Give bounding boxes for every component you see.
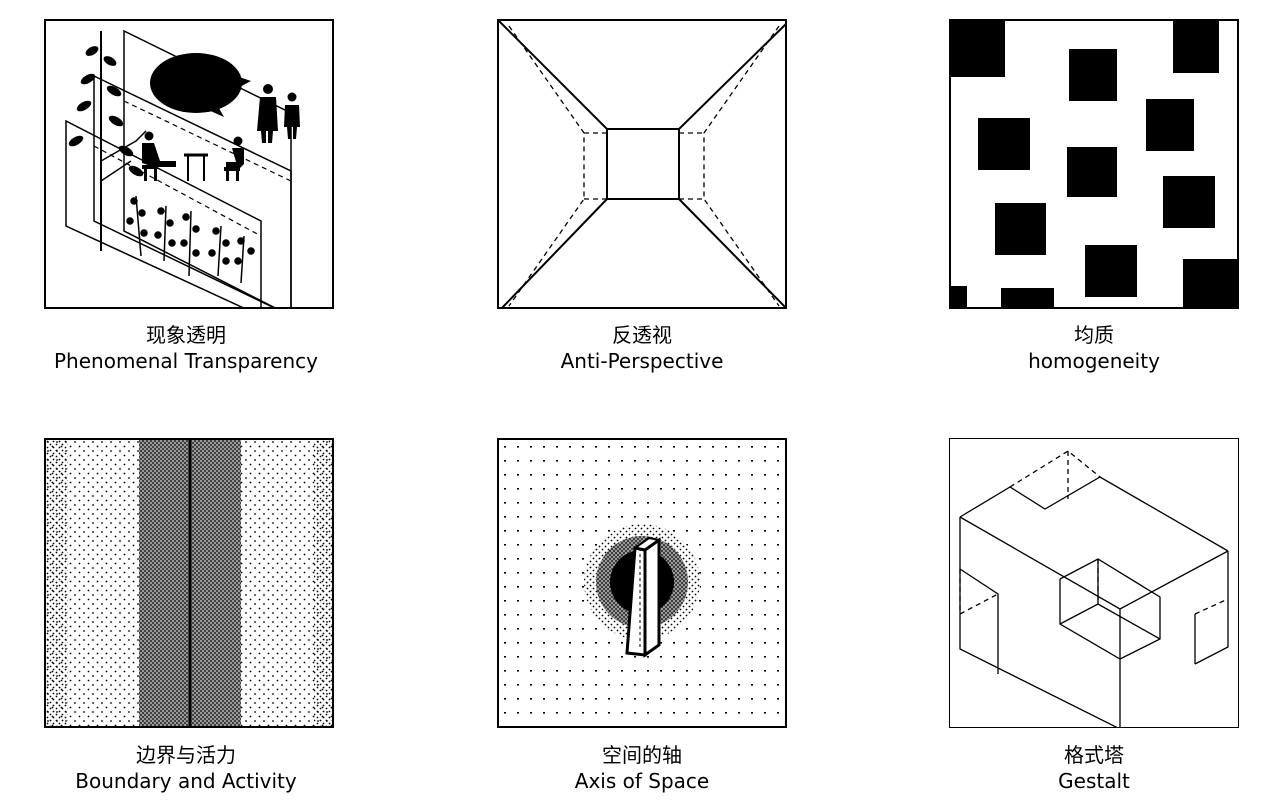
caption-en: Gestalt [1058,769,1130,793]
caption-axis-of-space: 空间的轴 Axis of Space [462,742,822,794]
caption-zh: 格式塔 [1064,743,1124,767]
caption-zh: 现象透明 [146,323,226,347]
caption-homogeneity: 均质 homogeneity [914,322,1274,374]
caption-zh: 均质 [1074,323,1114,347]
caption-en: Axis of Space [574,769,710,793]
caption-anti-perspective: 反透视 Anti-Perspective [462,322,822,374]
caption-gestalt: 格式塔 Gestalt [914,742,1274,794]
gestalt-diagram [949,438,1239,728]
caption-en: homogeneity [1028,349,1160,373]
axis-of-space-diagram [497,438,787,728]
caption-zh: 反透视 [612,323,672,347]
caption-phenomenal-transparency: 现象透明 Phenomenal Transparency [6,322,366,374]
caption-en: Phenomenal Transparency [54,349,318,373]
caption-zh: 边界与活力 [136,743,236,767]
homogeneity-diagram [949,19,1239,309]
phenomenal-transparency-diagram [44,19,334,309]
anti-perspective-diagram [497,19,787,309]
caption-zh: 空间的轴 [602,743,682,767]
caption-boundary-activity: 边界与活力 Boundary and Activity [6,742,366,794]
boundary-activity-diagram [44,438,334,728]
caption-en: Anti-Perspective [560,349,724,373]
caption-en: Boundary and Activity [75,769,297,793]
